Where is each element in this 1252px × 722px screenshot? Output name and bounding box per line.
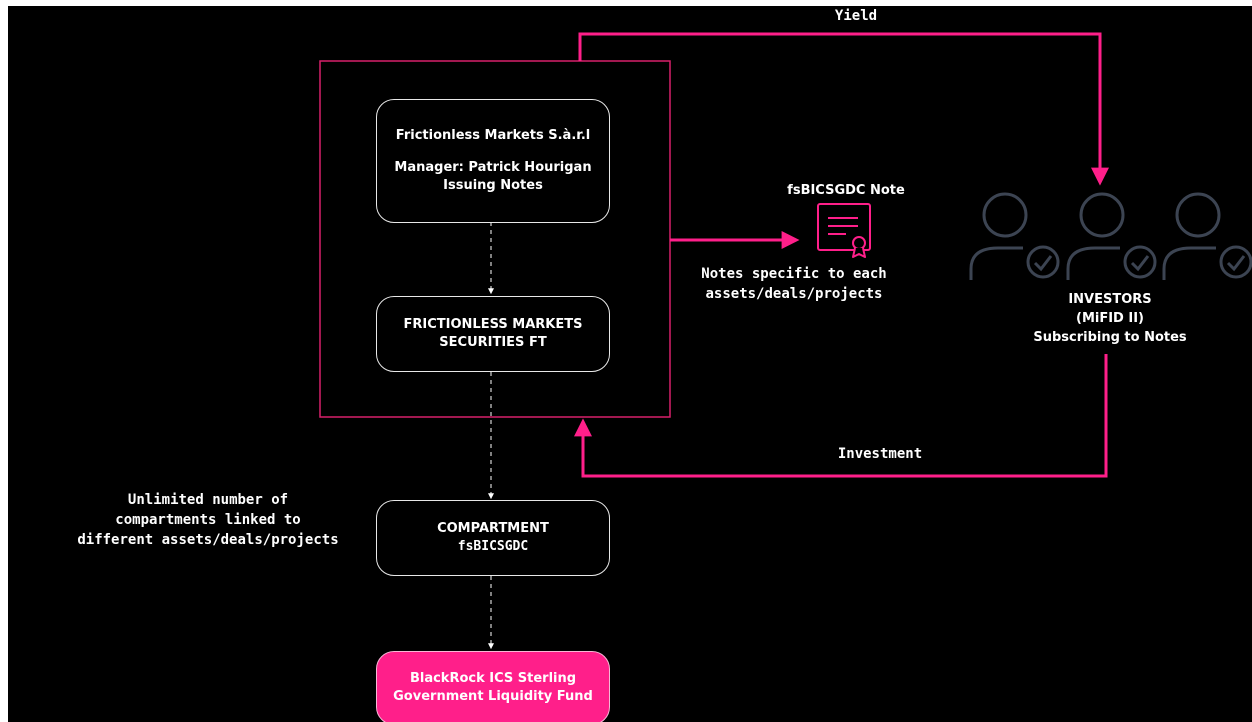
compartments-note: Unlimited number of compartments linked … (77, 492, 339, 548)
issuer-role: Issuing Notes (443, 178, 543, 193)
fund-box: BlackRock ICS Sterling Government Liquid… (376, 651, 610, 722)
note-caption: Notes specific to each assets/deals/proj… (701, 266, 887, 302)
compartment-box: COMPARTMENT fsBICSGDC (376, 500, 610, 576)
connector-layer (319, 32, 1252, 650)
securities-line2: SECURITIES FT (439, 335, 547, 350)
securities-line1: FRICTIONLESS MARKETS (403, 317, 583, 332)
user-check-icon (969, 192, 1060, 280)
diagram-canvas: Frictionless Markets S.à.r.l Manager: Pa… (8, 6, 1252, 722)
issuer-box: Frictionless Markets S.à.r.l Manager: Pa… (376, 99, 610, 223)
yield-flow-arrow (578, 32, 1109, 186)
user-check-icon (1066, 192, 1157, 280)
investors-label: INVESTORS (MiFID II) Subscribing to Note… (1033, 292, 1187, 345)
fund-line1: BlackRock ICS Sterling (409, 671, 577, 686)
note-title: fsBICSGDC Note (787, 183, 905, 198)
investment-flow-arrow (574, 354, 1108, 478)
issuer-manager: Manager: Patrick Hourigan (394, 160, 592, 175)
investment-label: Investment (837, 446, 923, 462)
certificate-icon (817, 203, 871, 258)
yield-label: Yield (834, 8, 878, 24)
fund-line2: Government Liquidity Fund (393, 689, 593, 704)
compartment-code: fsBICSGDC (457, 539, 529, 554)
issuer-name: Frictionless Markets S.à.r.l (395, 128, 591, 143)
securities-box: FRICTIONLESS MARKETS SECURITIES FT (376, 296, 610, 372)
user-check-icon (1162, 192, 1252, 280)
compartment-line1: COMPARTMENT (437, 521, 549, 536)
